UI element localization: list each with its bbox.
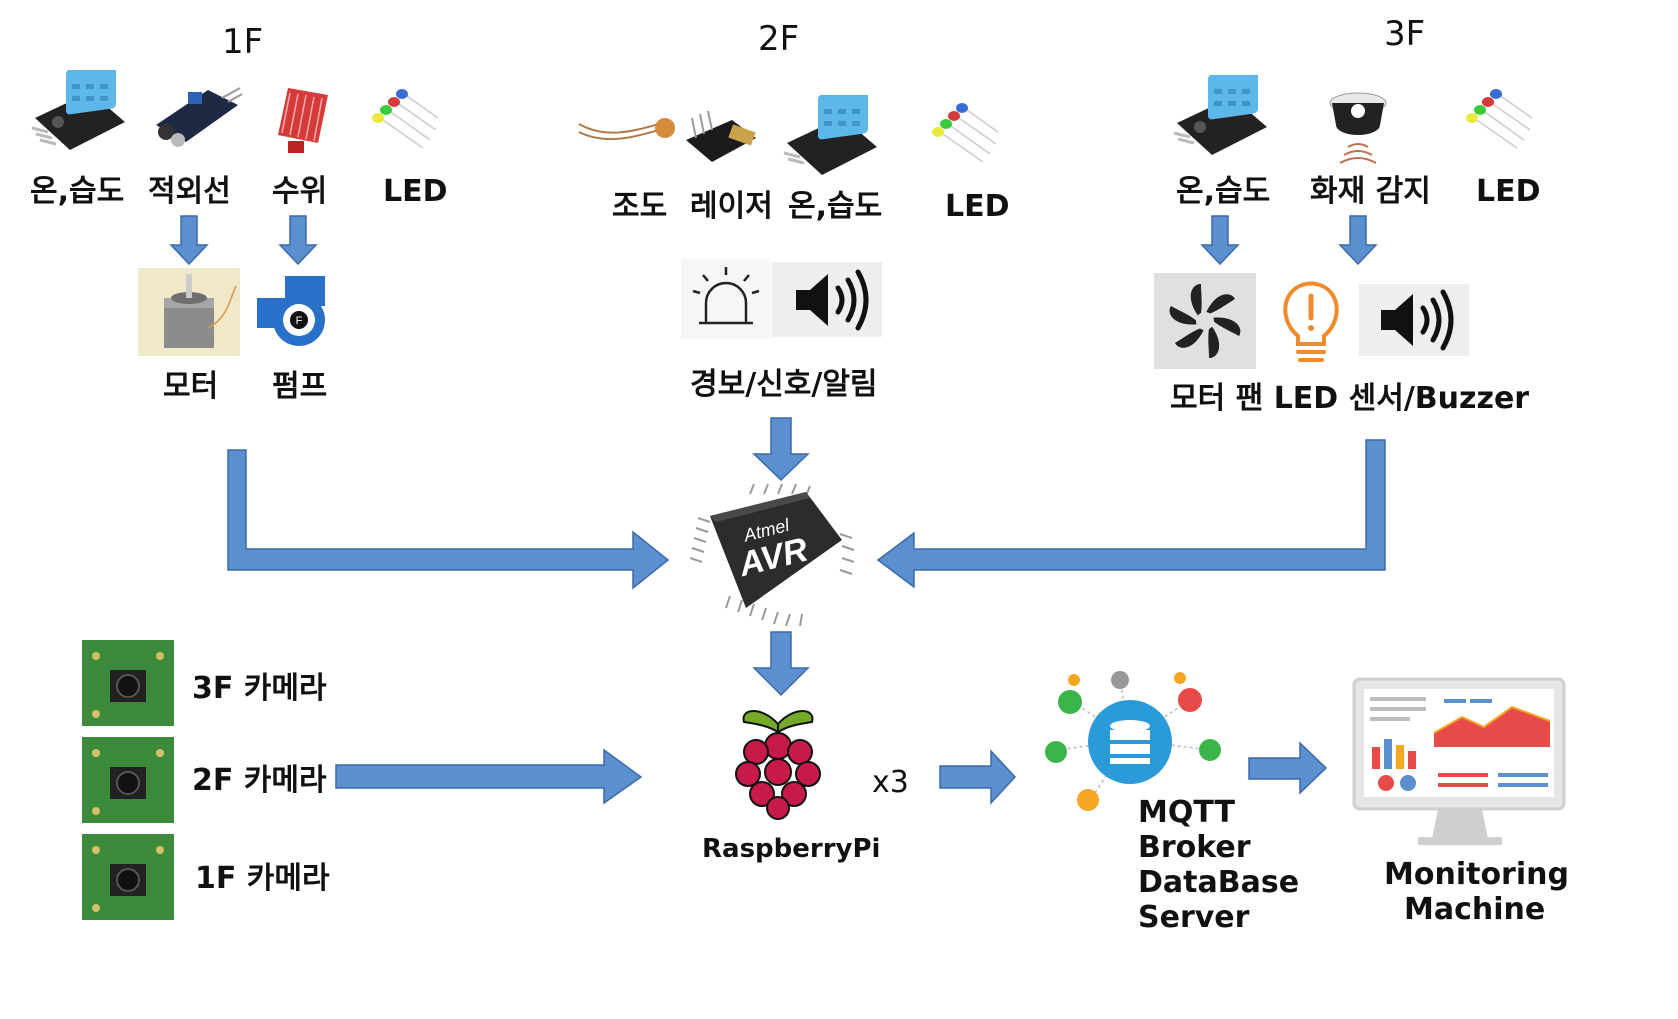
f2-sensor-light-label: 조도 bbox=[612, 189, 668, 224]
led-2f-icon bbox=[932, 103, 998, 163]
camera-2f-label: 2F 카메라 bbox=[192, 763, 327, 798]
camera-module-1f-icon bbox=[82, 834, 174, 920]
f1-sensor-water-label: 수위 bbox=[272, 174, 328, 209]
dht-sensor-3f-icon bbox=[1173, 75, 1267, 155]
f3-sensor-fire-label: 화재 감지 bbox=[1310, 174, 1431, 209]
laser-module-icon bbox=[686, 110, 756, 162]
camera-1f-label: 1F 카메라 bbox=[195, 861, 330, 896]
raspberry-pi-logo-icon bbox=[735, 710, 821, 820]
pump-icon: F bbox=[257, 276, 325, 346]
monitoring-screen-icon bbox=[1352, 677, 1566, 845]
dht-sensor-2f-icon bbox=[783, 95, 877, 175]
camera-module-3f-icon bbox=[82, 640, 174, 726]
server-line-mqtt: MQTT bbox=[1138, 795, 1235, 830]
f2-sensor-laser-label: 레이저 bbox=[690, 189, 773, 224]
arrow-1f-ir-to-motor bbox=[169, 215, 209, 266]
f2-actuator-alarm-label: 경보/신호/알림 bbox=[690, 367, 878, 402]
infrared-sensor-icon bbox=[156, 87, 243, 147]
arrow-3f-fire-to-led bbox=[1338, 215, 1378, 266]
camera-3f-label: 3F 카메라 bbox=[192, 671, 327, 706]
f1-sensor-temp-label: 온,습도 bbox=[30, 174, 125, 209]
monitor-line-monitoring: Monitoring bbox=[1384, 857, 1569, 892]
arrow-cameras-to-raspberry bbox=[335, 748, 643, 805]
light-sensor-icon bbox=[578, 118, 675, 141]
fan-icon bbox=[1154, 273, 1256, 369]
f1-sensor-ir-label: 적외선 bbox=[148, 174, 231, 209]
arrow-2f-to-avr bbox=[752, 417, 810, 482]
stepper-motor-icon bbox=[138, 268, 240, 356]
dht-sensor-icon bbox=[31, 70, 125, 150]
led-3f-icon bbox=[1466, 89, 1532, 149]
buzzer-speaker-icon bbox=[1359, 284, 1469, 356]
svg-text:F: F bbox=[296, 315, 303, 327]
f1-actuator-motor-label: 모터 bbox=[163, 369, 219, 404]
led-icon bbox=[372, 89, 438, 149]
speaker-icon bbox=[772, 262, 882, 337]
alarm-siren-icon bbox=[681, 259, 771, 339]
camera-module-2f-icon bbox=[82, 737, 174, 823]
water-level-sensor-icon bbox=[278, 88, 328, 153]
monitor-line-machine: Machine bbox=[1404, 892, 1546, 927]
f2-sensor-temp-label: 온,습도 bbox=[788, 189, 883, 224]
f1-actuator-pump-label: 펌프 bbox=[272, 369, 328, 404]
server-line-broker: Broker bbox=[1138, 830, 1251, 865]
raspberry-pi-label: RaspberryPi bbox=[702, 834, 881, 864]
floor-2f-title: 2F bbox=[758, 19, 800, 59]
fire-detector-icon bbox=[1329, 92, 1387, 164]
floor-1f-title: 1F bbox=[222, 22, 264, 62]
avr-microcontroller-icon: Atmel AVR bbox=[690, 484, 855, 627]
f2-sensor-led-label: LED bbox=[945, 189, 1010, 224]
arrow-server-to-monitor bbox=[1248, 741, 1328, 795]
f3-sensor-temp-label: 온,습도 bbox=[1176, 174, 1271, 209]
raspberry-multiplier-label: x3 bbox=[872, 765, 909, 800]
f3-actuators-label: 모터 팬 LED 센서/Buzzer bbox=[1170, 381, 1530, 416]
f1-sensor-led-label: LED bbox=[383, 174, 448, 209]
arrow-raspberry-to-server bbox=[939, 749, 1017, 805]
floor-3f-title: 3F bbox=[1384, 14, 1426, 54]
f3-sensor-led-label: LED bbox=[1476, 174, 1541, 209]
server-line-server: Server bbox=[1138, 900, 1250, 935]
arrow-1f-water-to-pump bbox=[278, 215, 318, 266]
arrow-3f-to-avr bbox=[876, 439, 1386, 589]
arrow-3f-temp-to-fan bbox=[1200, 215, 1240, 266]
light-bulb-icon bbox=[1283, 281, 1339, 362]
arrow-1f-to-avr bbox=[227, 449, 670, 590]
server-line-database: DataBase bbox=[1138, 865, 1300, 900]
arrow-avr-to-raspberry bbox=[752, 631, 810, 697]
database-server-icon bbox=[1045, 671, 1221, 811]
